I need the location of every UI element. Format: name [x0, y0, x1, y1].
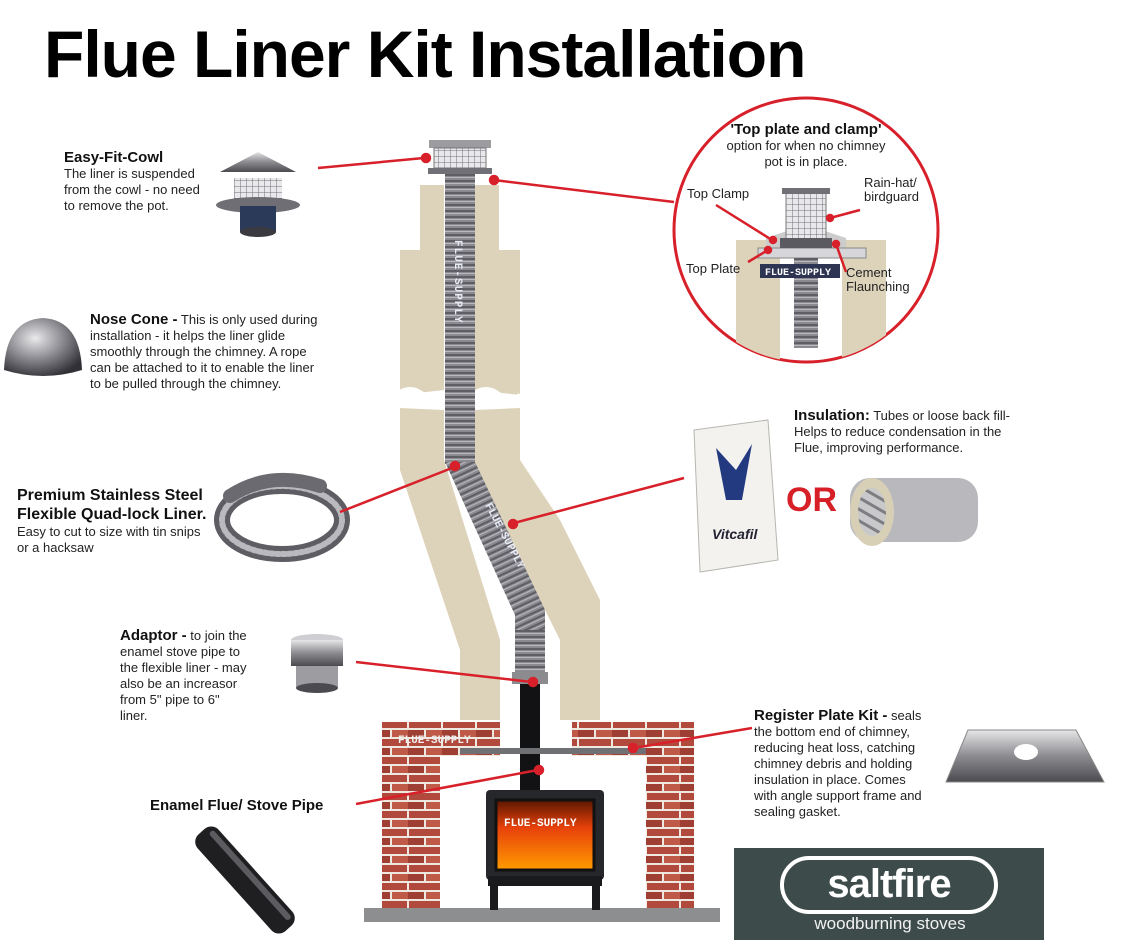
liner-callout: Premium Stainless Steel Flexible Quad-lo… — [17, 486, 206, 556]
register-line: seals — [887, 708, 922, 723]
leader-lines — [317, 152, 861, 806]
insulation-tube-image — [850, 478, 978, 546]
brand-logo-panel — [734, 848, 1044, 940]
insulation-line: Helps to reduce condensation in the — [794, 424, 1002, 439]
liner-line: Easy to cut to size with tin snips — [17, 524, 201, 539]
register-heading: Register Plate Kit - — [754, 707, 888, 724]
chimney-stack — [400, 185, 600, 720]
adaptor-heading: Adaptor - — [120, 627, 187, 644]
register-line: sealing gasket. — [754, 804, 841, 819]
liner-heading: Premium Stainless Steel — [17, 487, 203, 504]
insulation-line: Tubes or loose back fill- — [869, 408, 1011, 423]
insulation-callout: Insulation: Tubes or loose back fill- He… — [794, 408, 1010, 456]
adaptor-image — [291, 634, 343, 693]
adaptor-line: enamel stove pipe to — [120, 644, 240, 659]
pipe-brand-upper: FLUE-SUPPLY — [451, 240, 463, 324]
liner-line: or a hacksaw — [17, 540, 94, 555]
insulation-line: Flue, improving performance. — [794, 440, 964, 455]
label-flaunching-line: Cement — [846, 265, 892, 280]
inset-plate-brand: FLUE-SUPPLY — [765, 268, 831, 279]
stove-pipe — [520, 684, 540, 790]
register-line: chimney debris and holding — [754, 756, 913, 771]
or-label: OR — [786, 481, 837, 519]
nose-cone-line: installation - it helps the liner glide — [90, 328, 286, 343]
register-line: the bottom end of chimney, — [754, 724, 910, 739]
chimney-break — [394, 387, 526, 407]
label-top-clamp: Top Clamp — [687, 186, 750, 201]
register-line: reducing heat loss, catching — [754, 740, 916, 755]
nose-cone-image — [4, 318, 82, 376]
cowl-product-image — [216, 152, 300, 237]
enamel-heading: Enamel Flue/ Stove Pipe — [150, 797, 324, 814]
cowl-line: from the cowl - no need — [64, 182, 200, 197]
top-plate-line: option for when no chimney — [726, 138, 886, 153]
adaptor-callout: Adaptor - to join the enamel stove pipe … — [120, 628, 247, 724]
adaptor-line: also be an increasor — [120, 676, 238, 691]
nose-cone-heading: Nose Cone - — [90, 311, 178, 328]
register-plate-image — [945, 729, 1105, 783]
nose-cone-line: This is only used during — [177, 312, 318, 327]
label-flaunching-line: Flaunching — [846, 279, 910, 294]
label-top-plate: Top Plate — [686, 261, 741, 276]
brand-tagline: woodburning stoves — [814, 914, 966, 933]
chimney-cowl — [428, 140, 492, 174]
label-flaunching: Cement Flaunching — [846, 266, 910, 294]
coiled-liner-image — [214, 472, 350, 562]
brand-name: saltfire — [827, 862, 951, 906]
top-plate-heading: 'Top plate and clamp' — [730, 121, 882, 138]
brand-logo-outline — [780, 856, 998, 914]
nose-cone-line: to be pulled through the chimney. — [90, 376, 282, 391]
register-line: with angle support frame and — [754, 788, 922, 803]
page-title: Flue Liner Kit Installation — [44, 17, 806, 91]
cowl-line: to remove the pot. — [64, 198, 169, 213]
adaptor-line: to join the — [186, 628, 247, 643]
hearth-brand: FLUE-SUPPLY — [398, 735, 471, 747]
top-plate-line: pot is in place. — [764, 154, 848, 169]
insulation-heading: Insulation: — [794, 407, 870, 424]
flexible-liner — [445, 174, 545, 676]
label-rain-hat-line: birdguard — [864, 189, 919, 204]
enamel-pipe-image — [195, 826, 295, 934]
label-rain-hat: Rain-hat/ birdguard — [864, 176, 919, 204]
cowl-heading: Easy-Fit-Cowl — [64, 149, 164, 166]
liner-heading: Flexible Quad-lock Liner. — [17, 506, 207, 523]
adaptor-line: the flexible liner - may — [120, 660, 247, 675]
register-line: insulation in place. Comes — [754, 772, 906, 787]
register-callout: Register Plate Kit - seals the bottom en… — [754, 708, 922, 820]
insulation-bag-image — [693, 419, 779, 573]
nose-cone-line: smoothly through the chimney. A rope — [90, 344, 307, 359]
cowl-line: The liner is suspended — [64, 166, 195, 181]
cowl-callout: Easy-Fit-Cowl The liner is suspended fro… — [64, 150, 200, 214]
fireplace-brickwork — [364, 722, 720, 922]
adaptor-line: liner. — [120, 708, 148, 723]
nose-cone-callout: Nose Cone - This is only used during ins… — [90, 312, 317, 392]
label-rain-hat-line: Rain-hat/ — [864, 175, 917, 190]
insulation-bag-brand: Vitcafil — [712, 526, 758, 542]
stove-brand: FLUE-SUPPLY — [504, 818, 577, 830]
nose-cone-line: can be attached to it to enable the line… — [90, 360, 315, 375]
wood-stove — [486, 790, 604, 910]
adaptor-line: from 5" pipe to 6" — [120, 692, 220, 707]
top-plate-callout: 'Top plate and clamp' option for when no… — [706, 122, 906, 170]
